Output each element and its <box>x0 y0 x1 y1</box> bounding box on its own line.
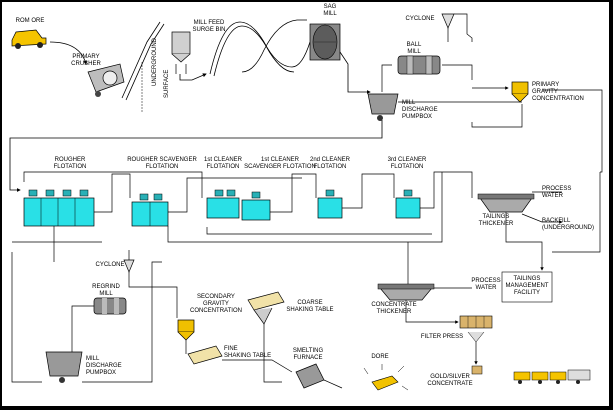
label-fine-shaking-table: FINE SHAKING TABLE <box>224 346 272 359</box>
concentrate-thickener-icon <box>377 283 435 301</box>
surge-bin-icon <box>171 31 191 74</box>
label-tailings-thickener: TAILINGS THICKENER <box>478 214 514 227</box>
label-coarse-shaking-table: COARSE SHAKING TABLE <box>286 300 334 313</box>
primary-crusher-icon <box>87 63 125 97</box>
label-rougher-flotation: ROUGHER FLOTATION <box>53 157 87 170</box>
first-cleaner-flotation-icon <box>206 189 240 219</box>
concentrate-truck-icon <box>513 369 591 384</box>
label-concentrate-thickener: CONCENTRATE THICKENER <box>371 302 417 315</box>
second-cleaner-flotation-icon <box>317 189 343 219</box>
fine-shaking-table-icon <box>187 345 223 365</box>
secondary-gravity-icon <box>177 319 195 341</box>
label-cyclone-mid: CYCLONE <box>95 262 125 268</box>
third-cleaner-flotation-icon <box>395 189 421 219</box>
label-mill-discharge-pumpbox: MILL DISCHARGE PUMPBOX <box>402 100 438 120</box>
flowsheet-drawing <box>9 13 603 391</box>
label-secondary-gravity: SECONDARY GRAVITY CONCENTRATION <box>190 294 242 314</box>
dore-bar-icon <box>363 364 409 391</box>
label-regrind-mill: REGRIND MILL <box>92 284 120 297</box>
cyclone-icon <box>441 13 455 29</box>
label-ball-mill: BALL MILL <box>406 42 422 55</box>
coarse-shaking-table-icon <box>247 291 285 325</box>
sag-mill-icon <box>309 23 341 61</box>
label-tailings-management: TAILINGS MANAGEMENT FACILITY <box>505 276 549 296</box>
tailings-thickener-icon <box>477 193 535 213</box>
primary-gravity-icon <box>511 81 529 103</box>
first-cleaner-scavenger-icon <box>241 191 271 221</box>
label-gold-silver-concentrate: GOLD/SILVER CONCENTRATE <box>427 374 473 387</box>
concentrate-bag-icon <box>471 365 483 375</box>
label-rom-ore: ROM ORE <box>15 18 45 24</box>
label-rougher-scavenger: ROUGHER SCAVENGER FLOTATION <box>127 157 197 170</box>
label-smelting-furnace: SMELTING FURNACE <box>292 348 324 361</box>
filter-press-icon <box>459 315 493 343</box>
rougher-scavenger-flotation-icon <box>131 193 169 227</box>
regrind-mill-icon <box>93 297 127 315</box>
flowsheet: ROM ORE PRIMARY CRUSHER MILL FEED SURGE … <box>2 2 609 406</box>
label-underground: UNDERGROUND <box>152 38 158 86</box>
label-dore: DORE <box>371 354 389 360</box>
label-mill-discharge-pumpbox-2: MILL DISCHARGE PUMPBOX <box>86 356 122 376</box>
cyclone-mid-icon <box>123 259 135 273</box>
tailings-management-box <box>501 271 553 303</box>
label-filter-press: FILTER PRESS <box>420 334 464 340</box>
ball-mill-icon <box>397 55 441 75</box>
label-second-cleaner: 2nd CLEANER FLOTATION <box>309 157 351 170</box>
label-first-cleaner: 1st CLEANER FLOTATION <box>203 157 243 170</box>
label-backfill: BACKFILL (UNDERGROUND) <box>542 218 594 231</box>
mill-discharge-pumpbox-icon <box>367 93 399 121</box>
label-first-cleaner-scavenger: 1st CLEANER SCAVENGER FLOTATION <box>244 157 316 170</box>
label-primary-crusher: PRIMARY CRUSHER <box>71 54 101 67</box>
label-third-cleaner: 3rd CLEANER FLOTATION <box>387 157 427 170</box>
label-primary-gravity: PRIMARY GRAVITY CONCENTRATION <box>532 82 584 102</box>
label-process-water-top: PROCESS WATER <box>542 186 572 199</box>
rougher-flotation-icon <box>23 189 95 227</box>
smelting-furnace-icon <box>295 363 343 389</box>
label-surface: SURFACE <box>164 69 170 98</box>
label-process-water-mid: PROCESS WATER <box>471 278 501 291</box>
haul-truck-icon <box>11 29 47 49</box>
mill-discharge-pumpbox-2-icon <box>45 351 83 383</box>
label-mill-feed-surge-bin: MILL FEED SURGE BIN <box>192 20 226 33</box>
label-cyclone-top: CYCLONE <box>405 16 435 22</box>
label-sag-mill: SAG MILL <box>323 4 337 17</box>
